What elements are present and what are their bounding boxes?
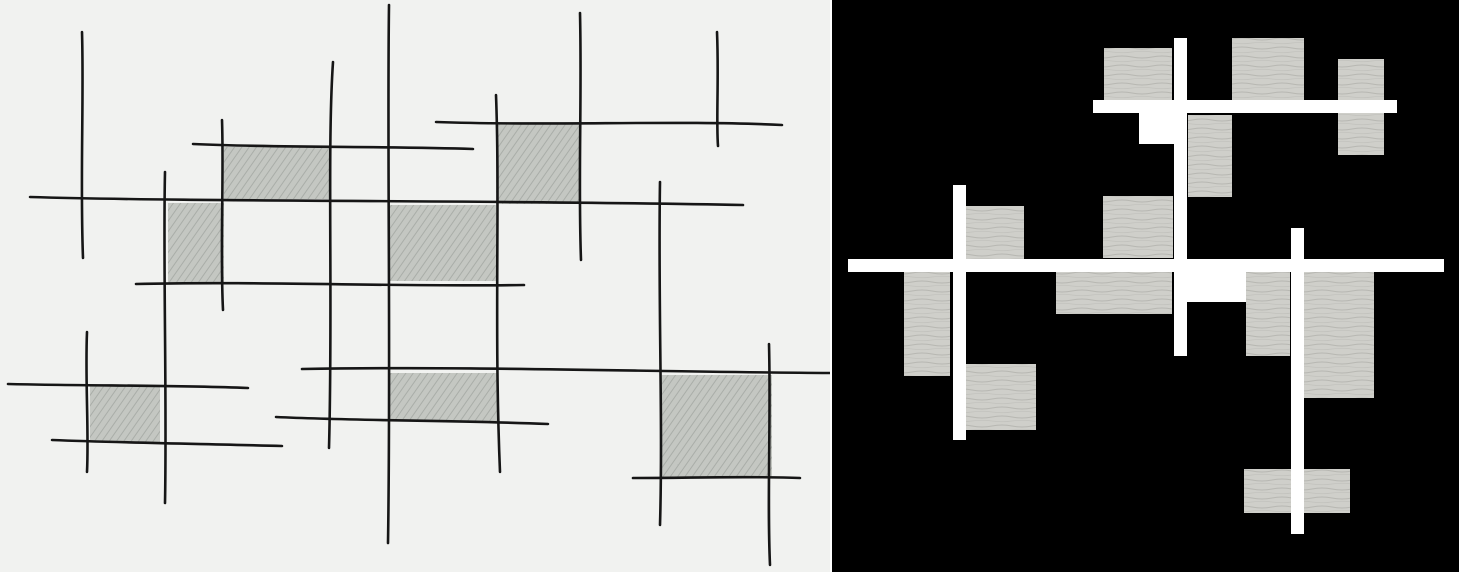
shaded-block — [662, 375, 772, 477]
sketch-canvas — [0, 0, 830, 572]
ink-line — [86, 332, 87, 472]
ink-line — [222, 120, 223, 310]
block — [1056, 272, 1172, 314]
road — [953, 185, 966, 440]
plan-rendering-panel — [832, 0, 1459, 572]
road — [1174, 38, 1187, 356]
hand-sketch-panel — [0, 0, 830, 572]
road — [1139, 113, 1174, 144]
road — [1291, 228, 1304, 534]
shaded-block — [390, 373, 498, 421]
shaded-block — [90, 386, 160, 442]
block — [1246, 272, 1290, 356]
shaded-block — [496, 124, 580, 204]
road — [1093, 100, 1397, 113]
road — [848, 259, 1444, 272]
ink-line — [633, 477, 800, 478]
block — [904, 272, 950, 376]
ink-line — [580, 13, 581, 260]
shaded-block — [224, 147, 330, 199]
block — [966, 206, 1024, 259]
shaded-block — [390, 205, 496, 281]
ink-line — [82, 32, 83, 258]
ink-line — [164, 172, 165, 503]
plan-canvas — [832, 0, 1459, 572]
road — [1187, 272, 1246, 302]
block — [1188, 115, 1232, 197]
block — [1304, 272, 1374, 398]
ink-line — [769, 344, 770, 565]
ink-line — [717, 32, 718, 146]
block — [1103, 196, 1173, 258]
block — [966, 364, 1036, 430]
ink-line — [388, 5, 389, 543]
block — [1232, 38, 1304, 100]
shaded-block — [168, 203, 224, 283]
ink-line — [660, 182, 661, 525]
block — [1104, 48, 1172, 100]
